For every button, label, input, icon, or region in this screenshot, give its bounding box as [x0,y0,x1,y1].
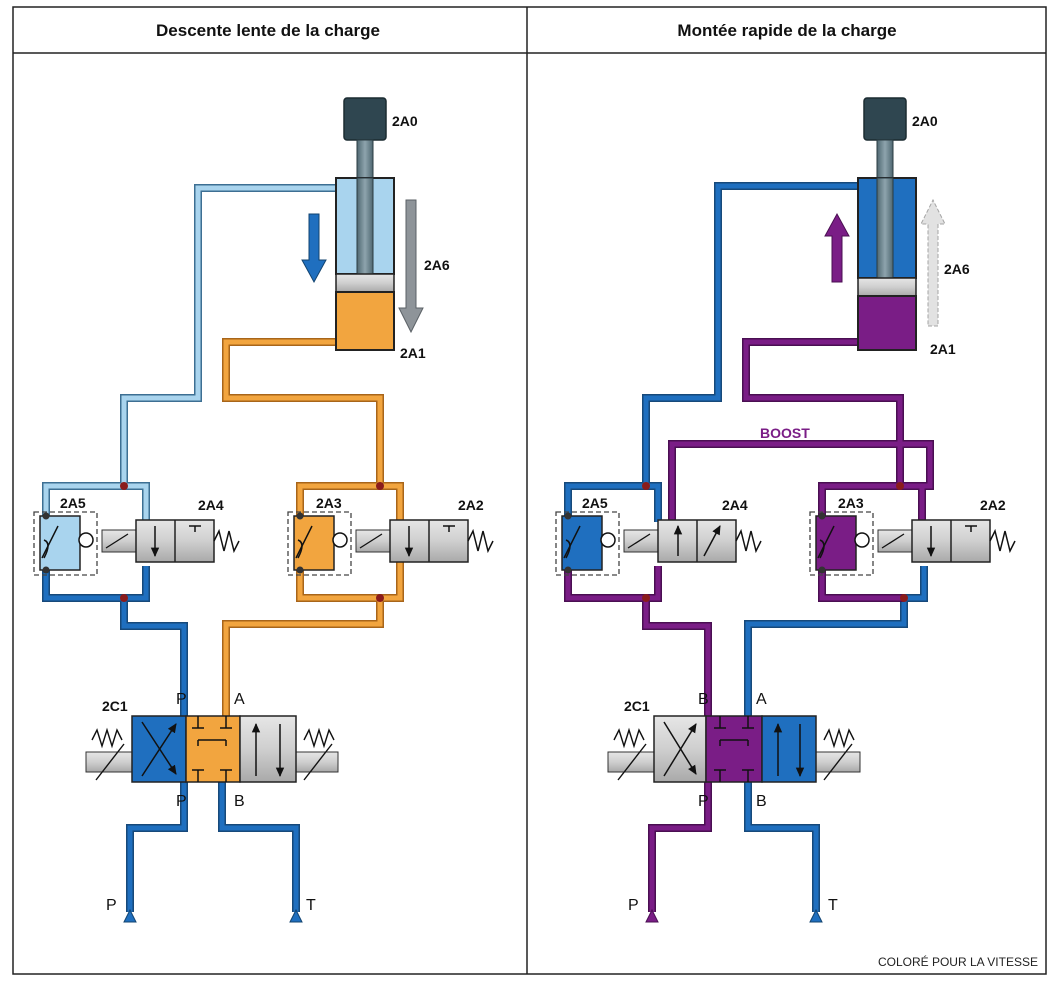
left-port-bottom-right: B [234,793,245,810]
right-tank-triangle [809,908,823,923]
right-port-top-right: A [756,691,767,708]
left-supply-triangle [123,908,137,923]
left-valve-b-label: 2A4 [198,497,224,513]
left-cylinder-label: 2A0 [392,113,418,129]
left-port-top-left: P [176,691,187,708]
right-valve-b-label: 2A4 [722,497,748,513]
left-chamber-label: 2A1 [400,345,426,361]
right-supply-triangle [645,908,659,923]
right-circuit [564,182,934,912]
right-port-bottom-right: B [756,793,767,810]
left-sensor-label: 2A6 [424,257,450,273]
left-tank-triangle [289,908,303,923]
left-port-top-right: A [234,691,245,708]
right-flow-control-2a3 [809,511,874,576]
left-flow-b-label: 2A5 [60,495,86,511]
right-valve-a-label: 2A2 [980,497,1006,513]
right-main-valve-2c1 [607,715,861,783]
left-main-valve-2c1 [85,715,339,783]
right-valve-2a4 [623,519,762,563]
left-panel-title: Descente lente de la charge [156,21,380,40]
left-main-valve-label: 2C1 [102,698,128,714]
right-sensor-label: 2A6 [944,261,970,277]
right-chamber-label: 2A1 [930,341,956,357]
right-main-valve-label: 2C1 [624,698,650,714]
right-flow-a-label: 2A3 [838,495,864,511]
frame [12,6,1047,975]
right-sensor-arrow-up [920,198,946,327]
right-tank-label: T [828,897,838,914]
right-cylinder-2a0 [857,97,917,351]
right-cylinder-label: 2A0 [912,113,938,129]
left-flow-control-2a5 [33,511,98,576]
left-valve-2a4 [101,519,240,563]
right-valve-2a2 [877,519,1016,563]
right-flow-b-label: 2A5 [582,495,608,511]
left-valve-a-label: 2A2 [458,497,484,513]
left-cylinder-2a0 [335,97,395,351]
right-panel-title: Montée rapide de la charge [677,21,896,40]
left-tank-label: T [306,897,316,914]
right-port-top-left: B [698,691,709,708]
left-port-bottom-left: P [176,793,187,810]
footer-note: COLORÉ POUR LA VITESSE [878,954,1038,969]
left-valve-2a2 [355,519,494,563]
right-port-bottom-left: P [698,793,709,810]
right-supply-label: P [628,897,639,914]
left-flow-a-label: 2A3 [316,495,342,511]
left-supply-label: P [106,897,117,914]
right-flow-control-2a5 [555,511,620,576]
left-circuit [42,184,404,912]
left-flow-control-2a3 [287,511,352,576]
right-motion-up-arrow [824,212,850,283]
left-sensor-arrow-down [398,199,424,334]
right-boost-label: BOOST [760,425,810,441]
left-motion-down-arrow [301,213,327,284]
